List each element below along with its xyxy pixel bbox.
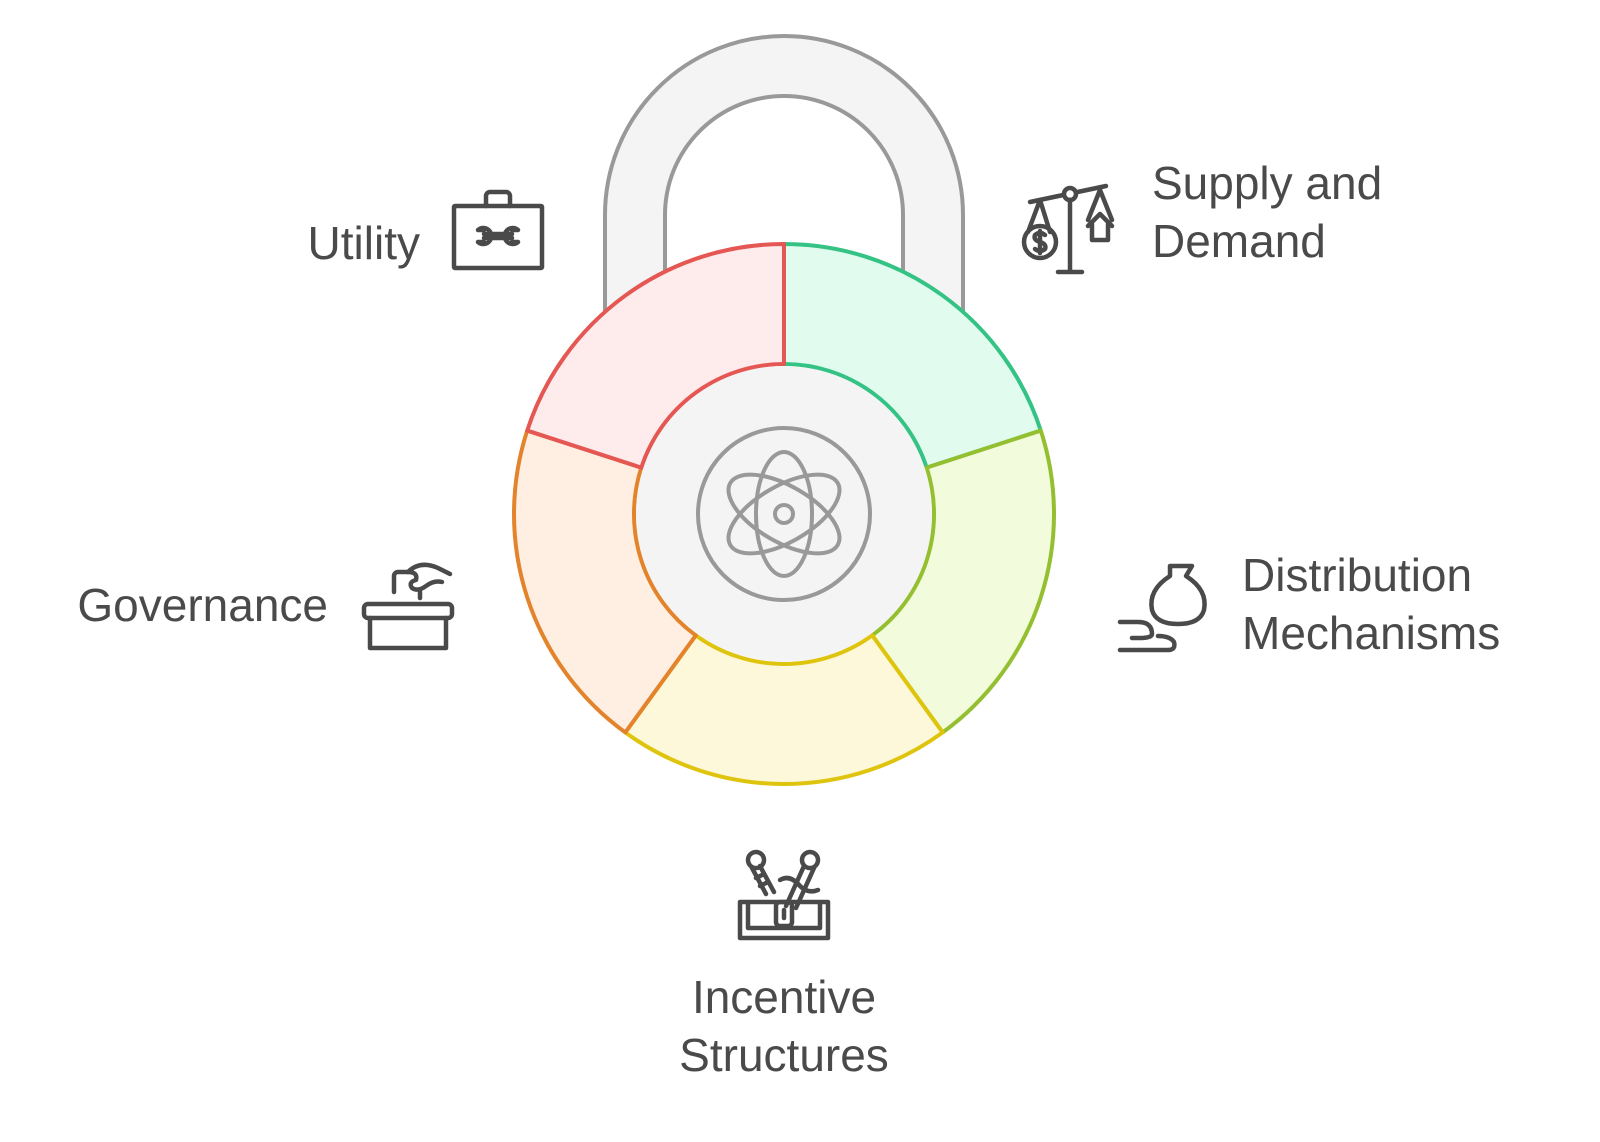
atom-icon [696,426,872,602]
balance-scale-icon [1020,180,1120,276]
label-supply-and-demand: Supply and Demand [1152,157,1383,267]
padlock-shackle [603,34,965,312]
segment-supply-and-demand [782,242,1043,470]
segment-governance [512,428,698,735]
money-bag-hand-icon [1112,560,1208,656]
ballot-box-vote-icon [360,556,456,652]
segment-wheel [512,242,1056,786]
segment-distribution-mechanisms [870,428,1056,735]
label-utility: Utility [307,217,420,269]
segment-utility [525,242,786,470]
label-incentive-structures: Incentive Structures [679,971,889,1081]
label-governance: Governance [77,579,328,631]
center-hub [636,366,932,662]
segment-incentive-structures [623,633,945,786]
toolbox-tools-icon [734,846,834,942]
toolbox-wrench-icon [450,188,546,272]
label-distribution-mechanisms: Distribution Mechanisms [1242,549,1501,659]
